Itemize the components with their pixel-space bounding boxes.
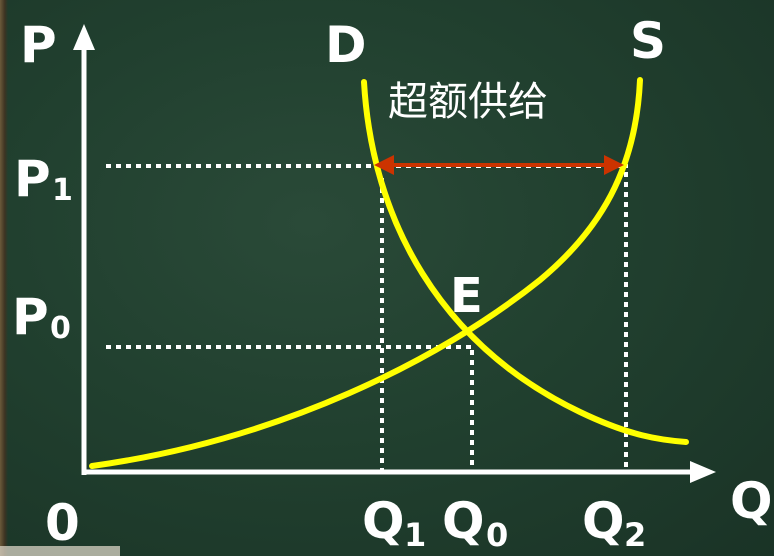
p-axis-label: P: [20, 16, 57, 74]
p-axis-arrowhead: [73, 24, 95, 50]
demand-curve: [361, 79, 689, 445]
board-frame-edge: [0, 0, 8, 556]
q-axis-arrowhead: [690, 461, 716, 483]
equilibrium-label: E: [450, 268, 483, 324]
q0-label: Q: [442, 492, 485, 550]
supply-curve: [89, 77, 643, 469]
q-axis-label: Q: [730, 472, 773, 530]
q0-subscript: 0: [486, 516, 508, 554]
q2-subscript: 2: [624, 516, 646, 554]
supply-curve-label: S: [630, 12, 666, 70]
q1-label: Q: [362, 492, 405, 550]
q2-label: Q: [582, 492, 625, 550]
chalk-tray: [0, 546, 120, 556]
excess-supply-label: 超额供给: [388, 79, 548, 125]
p0-subscript: 0: [50, 311, 71, 346]
p0-label: P: [12, 288, 49, 346]
demand-curve-label: D: [325, 16, 367, 74]
p1-label: P: [14, 150, 51, 208]
q1-subscript: 1: [404, 516, 426, 554]
origin-label: 0: [45, 494, 80, 552]
p1-subscript: 1: [52, 173, 73, 208]
